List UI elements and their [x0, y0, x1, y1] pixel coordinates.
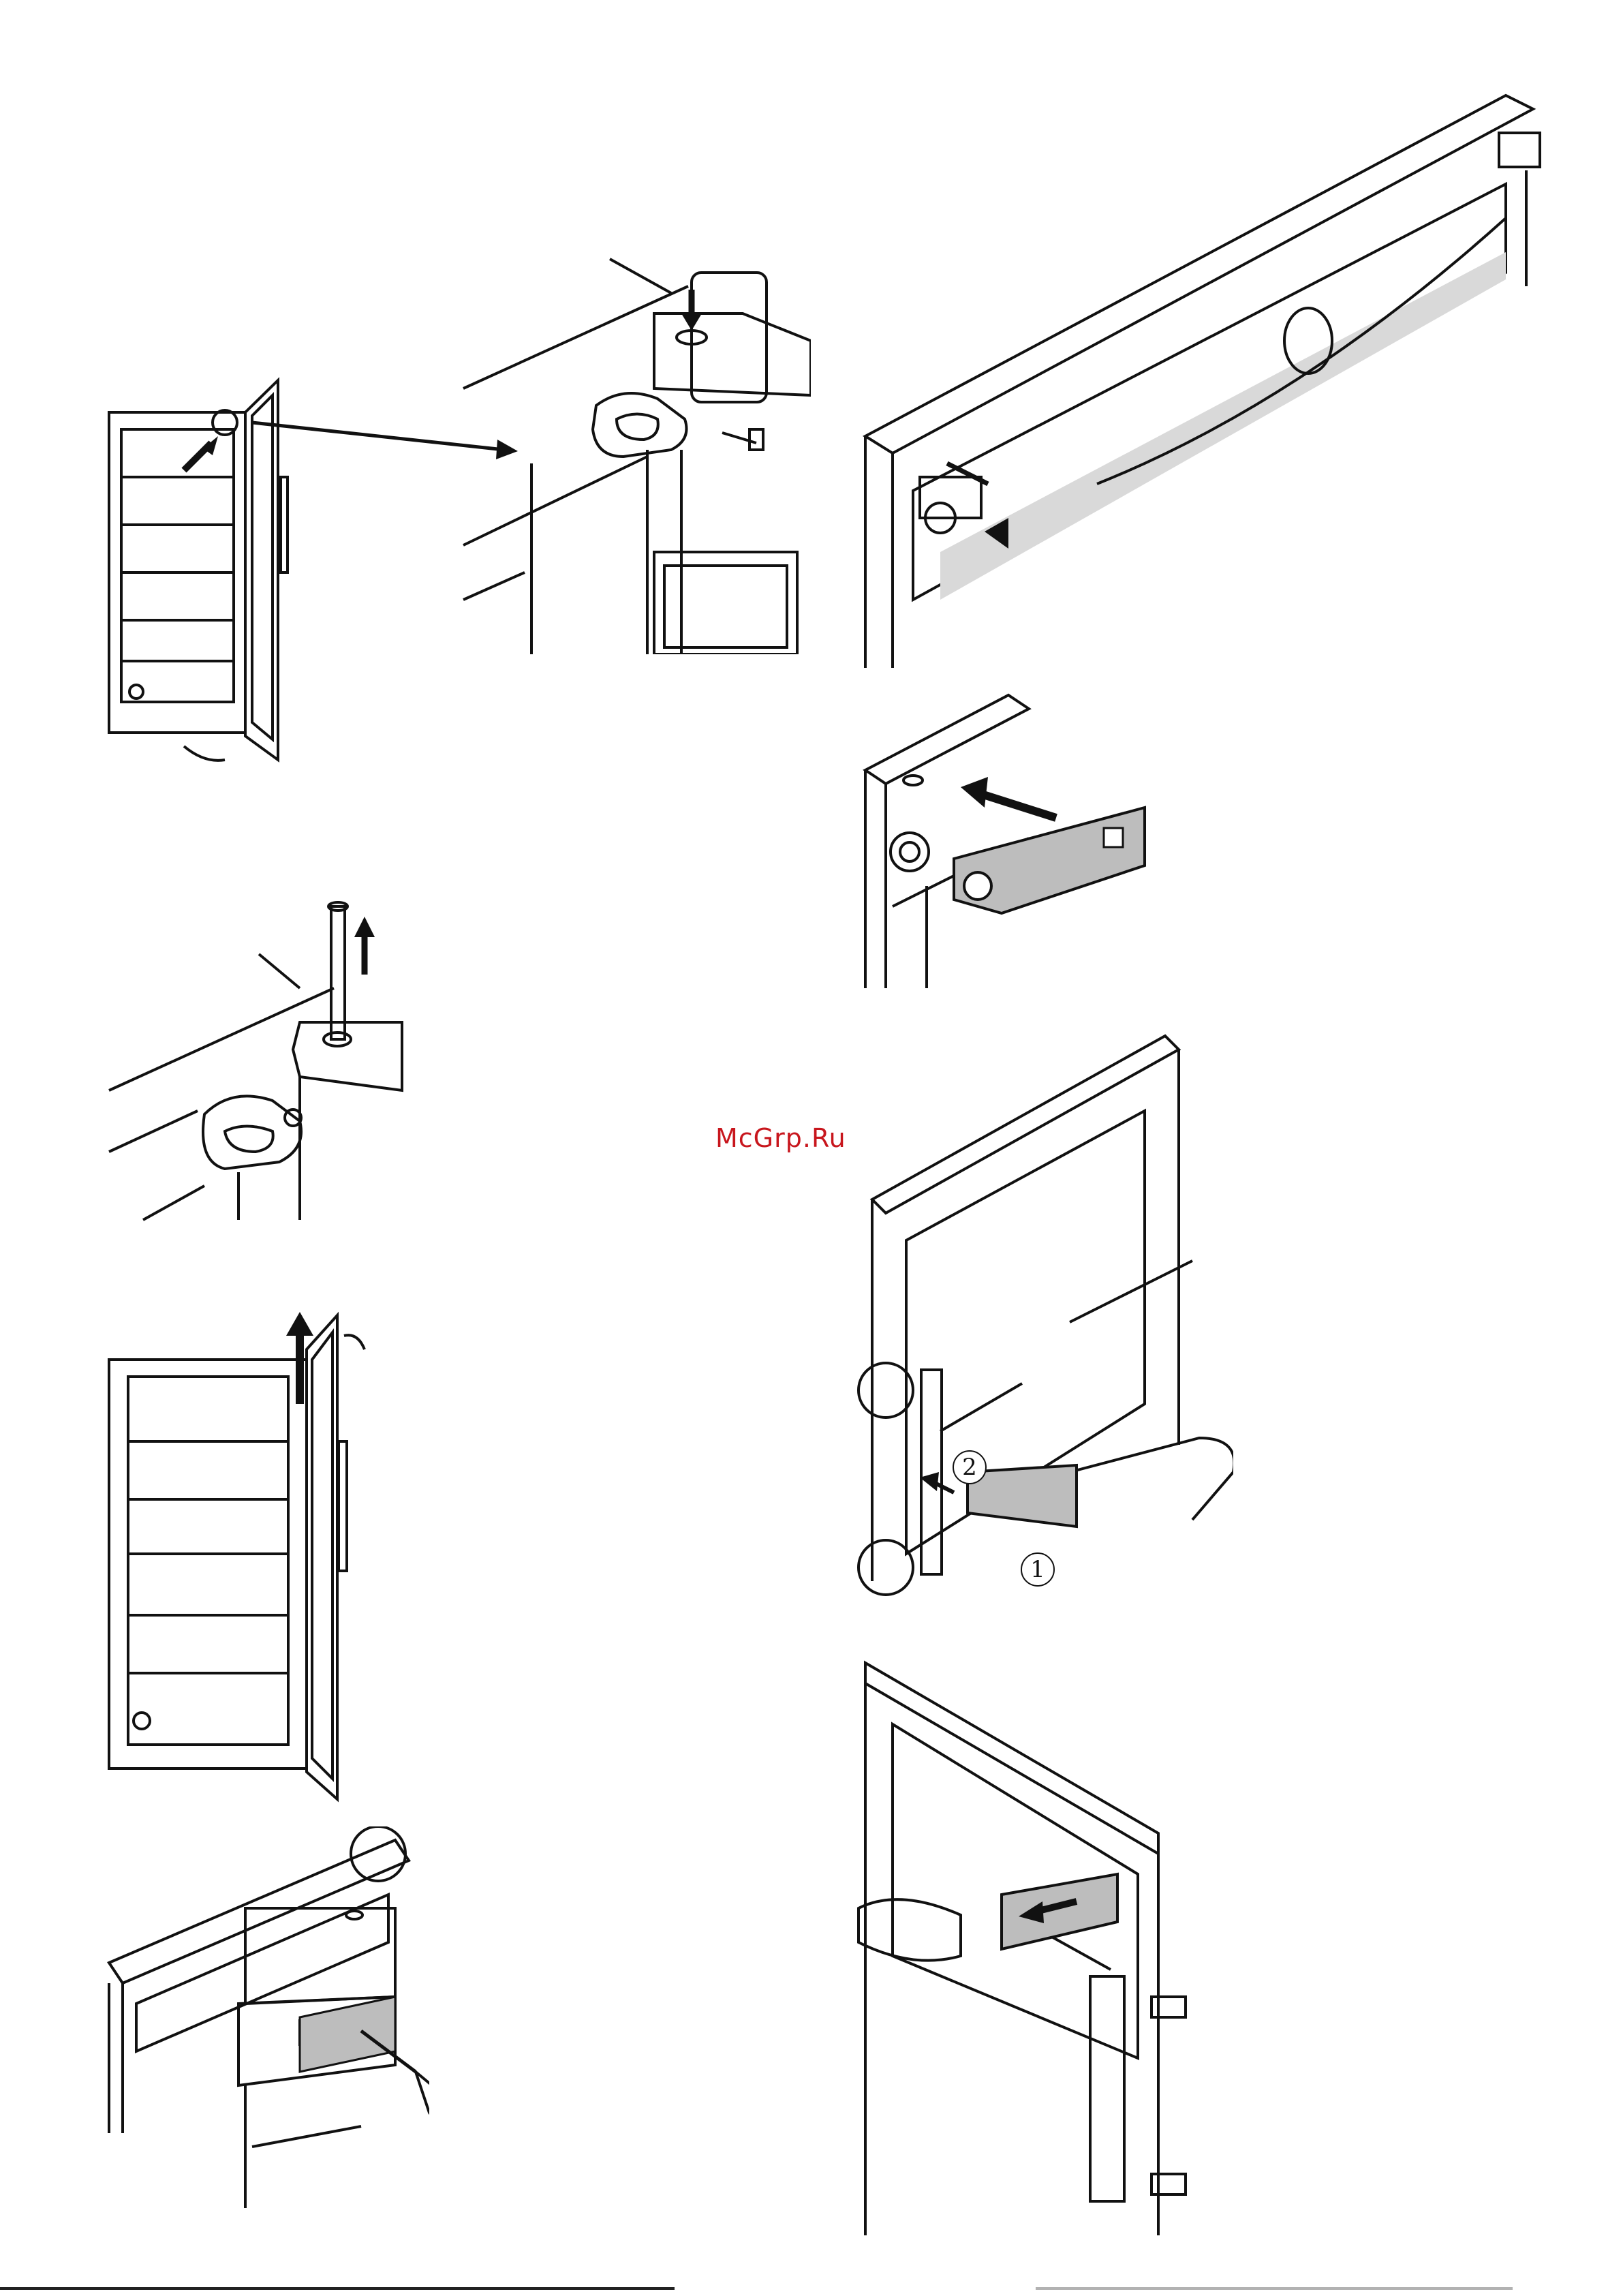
handle-cover-removal — [852, 1022, 1233, 1622]
hinge-transfer-top-frame — [852, 82, 1560, 682]
top-hinge-screw-detail — [457, 245, 811, 654]
hinge-pin-removal — [102, 886, 416, 1227]
cover-removal-screwdriver — [102, 1826, 429, 2208]
hinge-cover-bracket — [852, 682, 1165, 995]
door-lift-off — [102, 1295, 402, 1813]
step-number-two: 2 — [953, 1450, 987, 1484]
footer-rule-left — [0, 2287, 675, 2290]
footer-rule-right — [1036, 2287, 1513, 2290]
step-number-one: 1 — [1021, 1552, 1055, 1587]
handle-reattach — [852, 1649, 1233, 2249]
